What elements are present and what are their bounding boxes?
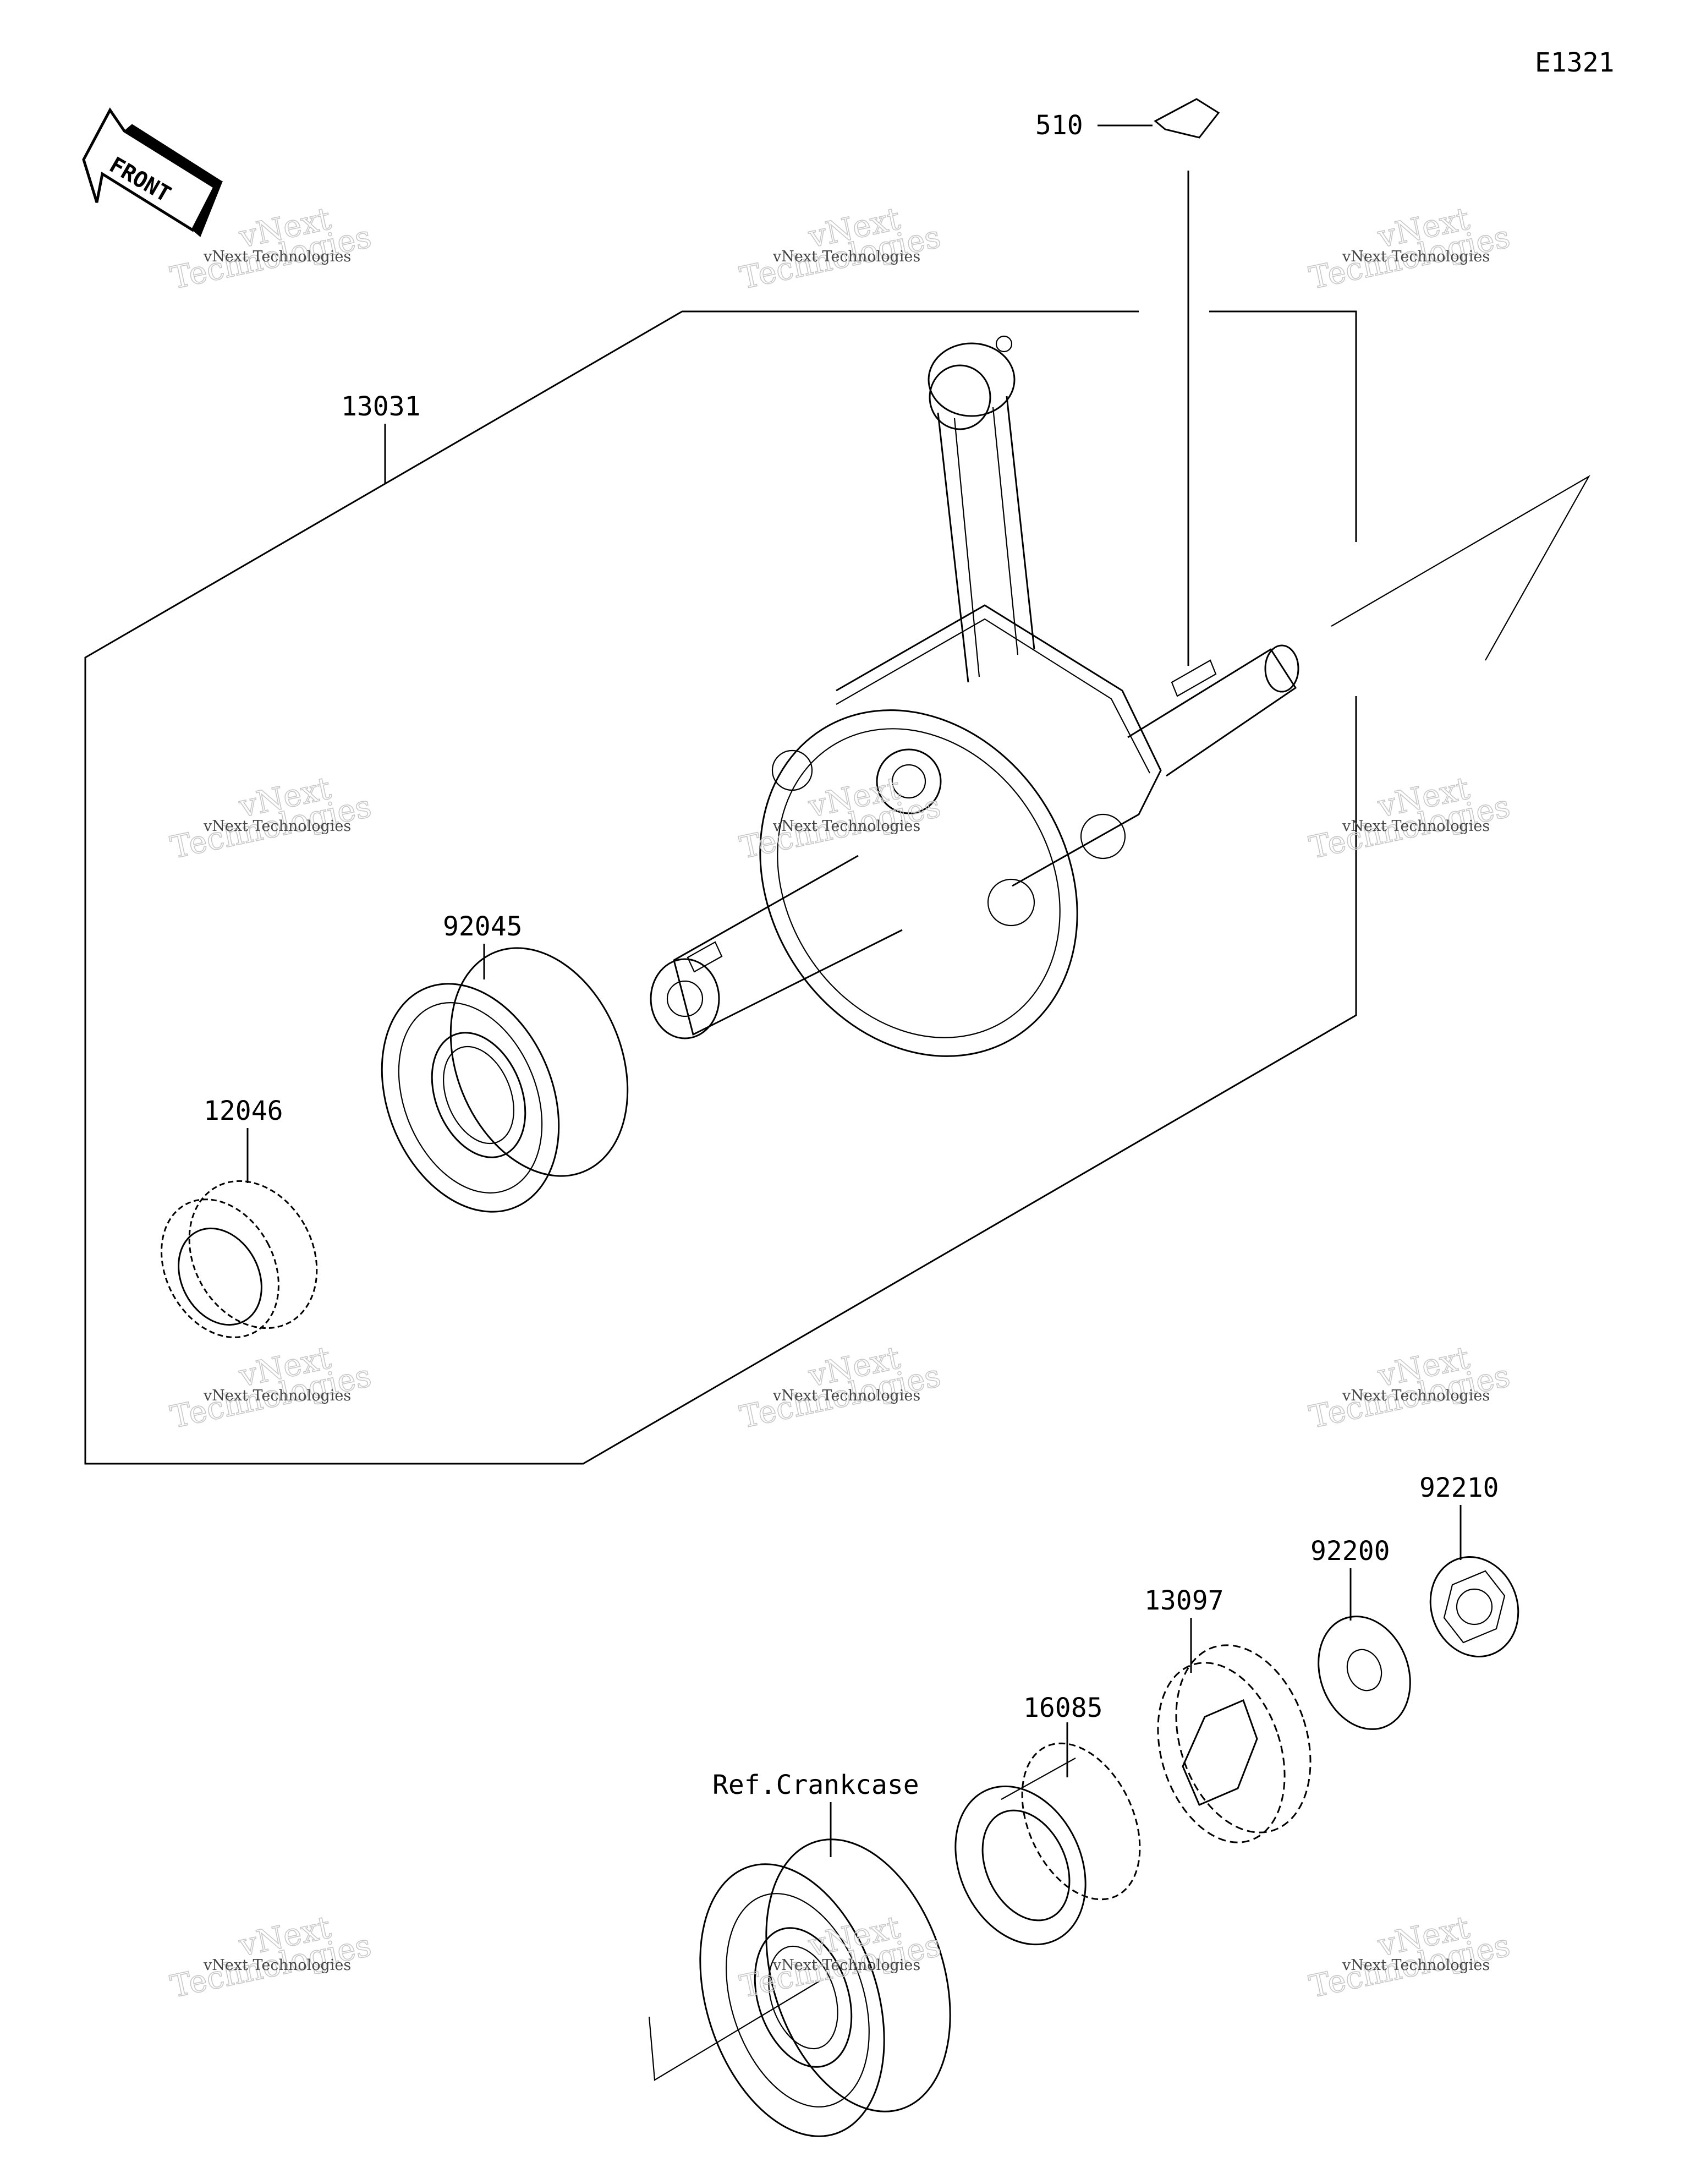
bearing-92045 [381,944,629,1213]
svg-text:vNext Technologies: vNext Technologies [1342,818,1490,835]
washer-92200 [1318,1568,1411,1730]
watermark: vNext Technologies vNext Technologies [1306,200,1514,297]
watermark: vNext Technologies vNext Technologies [167,1339,375,1436]
part-label-12046: 12046 [204,1096,283,1126]
svg-text:vNext Technologies: vNext Technologies [203,818,351,835]
crankshaft [650,335,1299,1057]
crankshaft-axis [1331,475,1590,661]
svg-text:vNext Technologies: vNext Technologies [772,818,920,835]
watermark: vNext Technologies vNext Technologies [167,1909,375,2005]
watermark: vNext Technologies vNext Technologies [167,770,375,866]
svg-text:vNext Technologies: vNext Technologies [772,1957,920,1974]
front-arrow-icon: FRONT [82,107,223,237]
part-label-ref-crankcase: Ref.Crankcase [712,1770,919,1800]
crankcase-bearing [648,1802,951,2137]
gear-13097 [1157,1618,1312,1843]
nut-92210 [1429,1505,1519,1657]
svg-text:vNext Technologies: vNext Technologies [203,248,351,265]
svg-text:vNext Technologies: vNext Technologies [772,1387,920,1404]
key-510 [1098,98,1220,666]
part-label-92045: 92045 [443,911,523,942]
part-label-92200: 92200 [1310,1536,1390,1567]
part-label-13031: 13031 [341,391,421,422]
watermark-grid: vNext Technologies vNext Technologies vN… [167,200,1514,2005]
svg-text:vNext Technologies: vNext Technologies [1342,1957,1490,1974]
svg-text:vNext Technologies: vNext Technologies [1342,248,1490,265]
diagram-code: E1321 [1535,47,1615,78]
svg-text:vNext Technologies: vNext Technologies [772,248,920,265]
assembly-bracket [84,310,1357,1465]
svg-text:vNext Technologies: vNext Technologies [203,1957,351,1974]
watermark: vNext Technologies vNext Technologies [737,200,945,297]
watermark: vNext Technologies vNext Technologies [737,770,945,866]
gear-16085 [954,1722,1141,1946]
part-label-510: 510 [1035,110,1083,141]
gear-12046 [161,1128,318,1338]
svg-text:vNext Technologies: vNext Technologies [1342,1387,1490,1404]
svg-text:vNext Technologies: vNext Technologies [203,1387,351,1404]
watermark: vNext Technologies vNext Technologies [1306,1909,1514,2005]
watermark: vNext Technologies vNext Technologies [1306,1339,1514,1436]
watermark: vNext Technologies vNext Technologies [1306,770,1514,866]
part-label-16085: 16085 [1023,1693,1103,1723]
part-label-13097: 13097 [1144,1585,1224,1616]
part-label-92210: 92210 [1419,1473,1499,1503]
watermark: vNext Technologies vNext Technologies [737,1339,945,1436]
